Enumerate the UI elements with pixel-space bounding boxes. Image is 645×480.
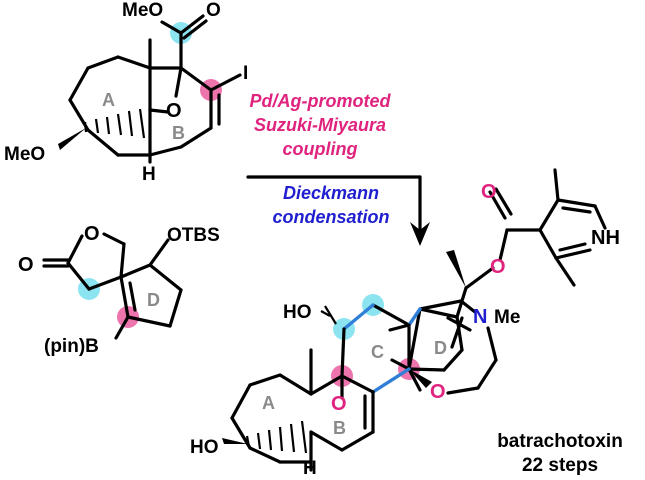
ring-a-label: A	[102, 90, 115, 110]
bridge-o-label: O	[331, 393, 347, 415]
n-methyl-label: Me	[494, 307, 520, 328]
ester-carbonyl-o-label: O	[481, 181, 497, 203]
product-ring-c-label: C	[371, 342, 384, 362]
h-label: H	[142, 164, 156, 185]
pyrrole-nh-label: NH	[591, 227, 620, 249]
reaction-arrow	[246, 175, 430, 246]
product-ring-b-label: B	[333, 418, 346, 438]
methoxy-label: MeO	[4, 144, 45, 165]
product-name: batrachotoxin	[497, 431, 623, 452]
reagent-line-3: coupling	[283, 139, 358, 159]
carbonyl-oxygen-label: O	[18, 254, 34, 276]
bridge-oxygen-label: O	[166, 100, 182, 122]
ring-d-label: D	[147, 290, 160, 310]
ring-b-label: B	[172, 123, 185, 143]
vinyl-iodide-fragment	[58, 14, 242, 164]
reagent-line-2: Suzuki-Miyaura	[254, 115, 386, 135]
product-hashed-bridge	[245, 420, 308, 454]
c11-hydroxyl-label: HO	[283, 302, 312, 323]
c3-hydroxyl-label: HO	[190, 437, 219, 458]
ester-methoxy-label: MeO	[122, 0, 163, 21]
product-h-label: H	[303, 458, 317, 479]
ring-ether-o-label: O	[430, 381, 446, 403]
boronate-label: (pin)B	[44, 336, 99, 357]
step-count: 22 steps	[522, 455, 598, 476]
batrachotoxin-structure	[222, 168, 607, 472]
lactone-oxygen-label: O	[84, 223, 100, 245]
iodo-label: I	[243, 63, 248, 84]
ester-oxygen-label: O	[206, 0, 221, 21]
product-ring-a-label: A	[262, 393, 275, 413]
ester-o-label: O	[490, 256, 506, 278]
reagent-line-1: Pd/Ag-promoted	[250, 91, 392, 111]
step-line-2: condensation	[272, 207, 389, 227]
step-line-1: Dieckmann	[283, 183, 379, 203]
hashed-bridge	[83, 108, 146, 139]
wedge-bond	[58, 128, 86, 150]
amine-n-label: N	[473, 306, 487, 328]
product-ring-d-label: D	[434, 338, 447, 358]
boronate-fragment	[42, 232, 183, 340]
otbs-label: OTBS	[167, 225, 220, 246]
